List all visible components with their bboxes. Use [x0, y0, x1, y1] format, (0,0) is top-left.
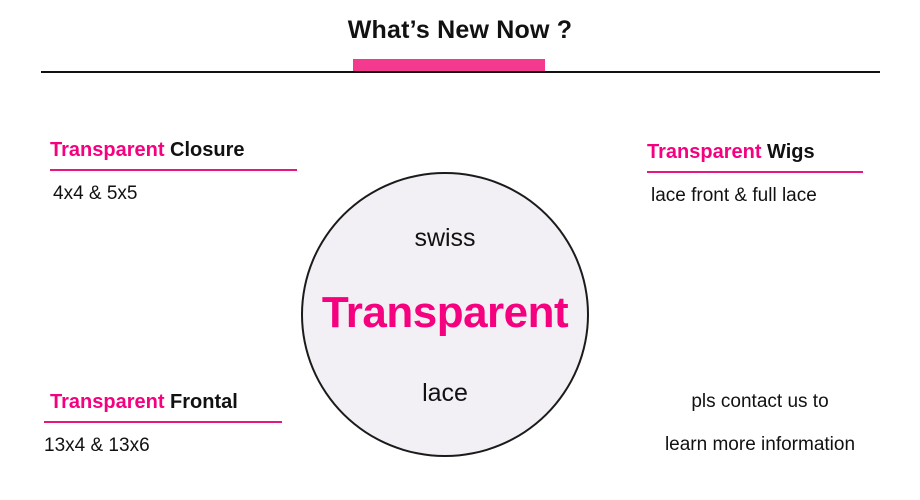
circle-top-word: swiss: [414, 224, 476, 252]
contact-line-2: learn more information: [664, 434, 856, 455]
block-contact: pls contact us to learn more information: [620, 392, 900, 454]
header-accent-bar: [353, 59, 545, 73]
header-divider: [41, 71, 880, 73]
block-frontal: Transparent Frontal 13x4 & 13x6: [44, 391, 282, 459]
block-closure-underline: [50, 169, 297, 171]
block-wigs-sub: lace front & full lace: [651, 185, 817, 206]
page-title: What’s New Now ?: [347, 16, 573, 44]
block-closure-heading-accent: Transparent: [50, 139, 165, 161]
block-frontal-underline: [44, 421, 282, 423]
block-closure-heading-rest: Closure: [170, 139, 245, 161]
contact-line-1: pls contact us to: [691, 391, 829, 412]
block-frontal-heading: Transparent Frontal: [50, 391, 282, 413]
block-wigs-heading-accent: Transparent: [647, 141, 762, 163]
center-circle: [301, 172, 589, 457]
block-closure-sub: 4x4 & 5x5: [53, 183, 138, 204]
block-wigs-heading: Transparent Wigs: [647, 141, 863, 163]
block-closure-heading: Transparent Closure: [50, 139, 297, 161]
block-closure: Transparent Closure 4x4 & 5x5: [50, 139, 297, 207]
block-frontal-heading-accent: Transparent: [50, 391, 165, 413]
block-frontal-sub: 13x4 & 13x6: [44, 435, 150, 456]
circle-bottom-word: lace: [422, 379, 468, 407]
block-wigs-underline: [647, 171, 863, 173]
block-wigs: Transparent Wigs lace front & full lace: [647, 141, 863, 209]
circle-main-word: Transparent: [321, 288, 569, 337]
block-wigs-heading-rest: Wigs: [767, 141, 815, 163]
block-frontal-heading-rest: Frontal: [170, 391, 238, 413]
